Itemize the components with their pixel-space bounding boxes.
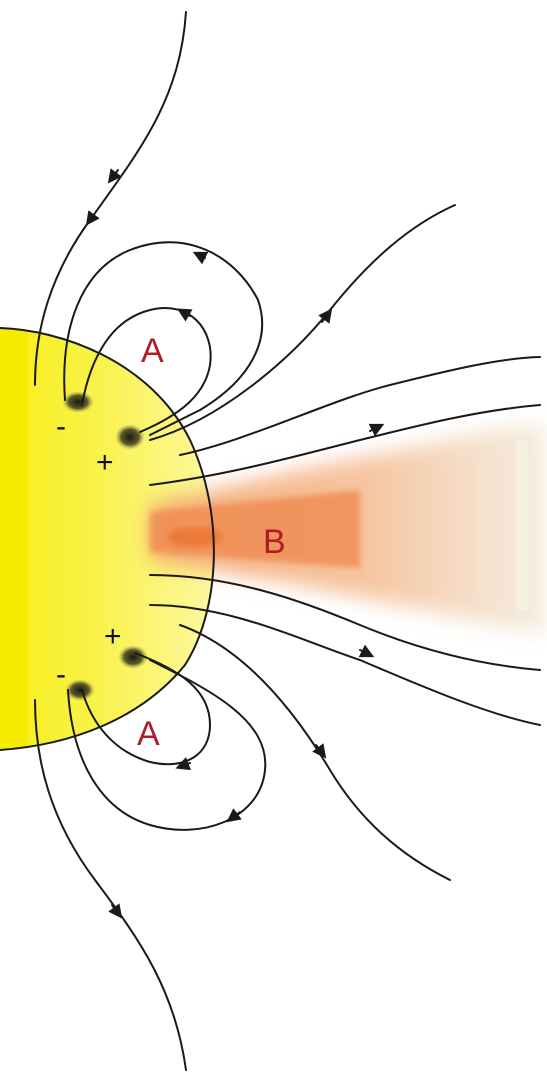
field-line-open-upper-right-2 [179,356,541,456]
polarity-top-positive: + [96,446,114,479]
sunspot-top-positive [115,424,145,450]
field-line-loop-bottom-inner [81,652,212,766]
field-line-streamer-top [149,404,541,486]
polarity-bottom-positive: + [104,620,122,653]
field-line-loop-top-outer [63,241,264,436]
sunspot-top-negative [62,391,94,413]
streamer-label: B [263,523,286,561]
loop-label-top: A [141,332,164,370]
field-line-open-bottom [34,699,187,1071]
sunspot-bottom-negative [65,679,95,701]
sun-limb-bright [0,330,28,748]
field-line-open-lower-right-1 [149,604,541,726]
helmet-streamer [150,425,547,635]
sunspot-bottom-positive [118,645,148,669]
field-line-streamer-bottom [149,574,541,671]
field-line-loop-bottom-outer [67,659,267,831]
field-line-open-lower-right-2 [179,624,451,881]
sun-outline [0,327,215,751]
field-line-open-top [34,11,187,386]
polarity-bottom-negative: - [56,658,66,691]
field-line-open-upper-right-1 [149,204,456,441]
sun-disk [0,328,214,750]
field-line-loop-top-inner [81,307,212,433]
polarity-top-negative: - [56,410,66,443]
loop-label-bottom: A [137,715,160,753]
